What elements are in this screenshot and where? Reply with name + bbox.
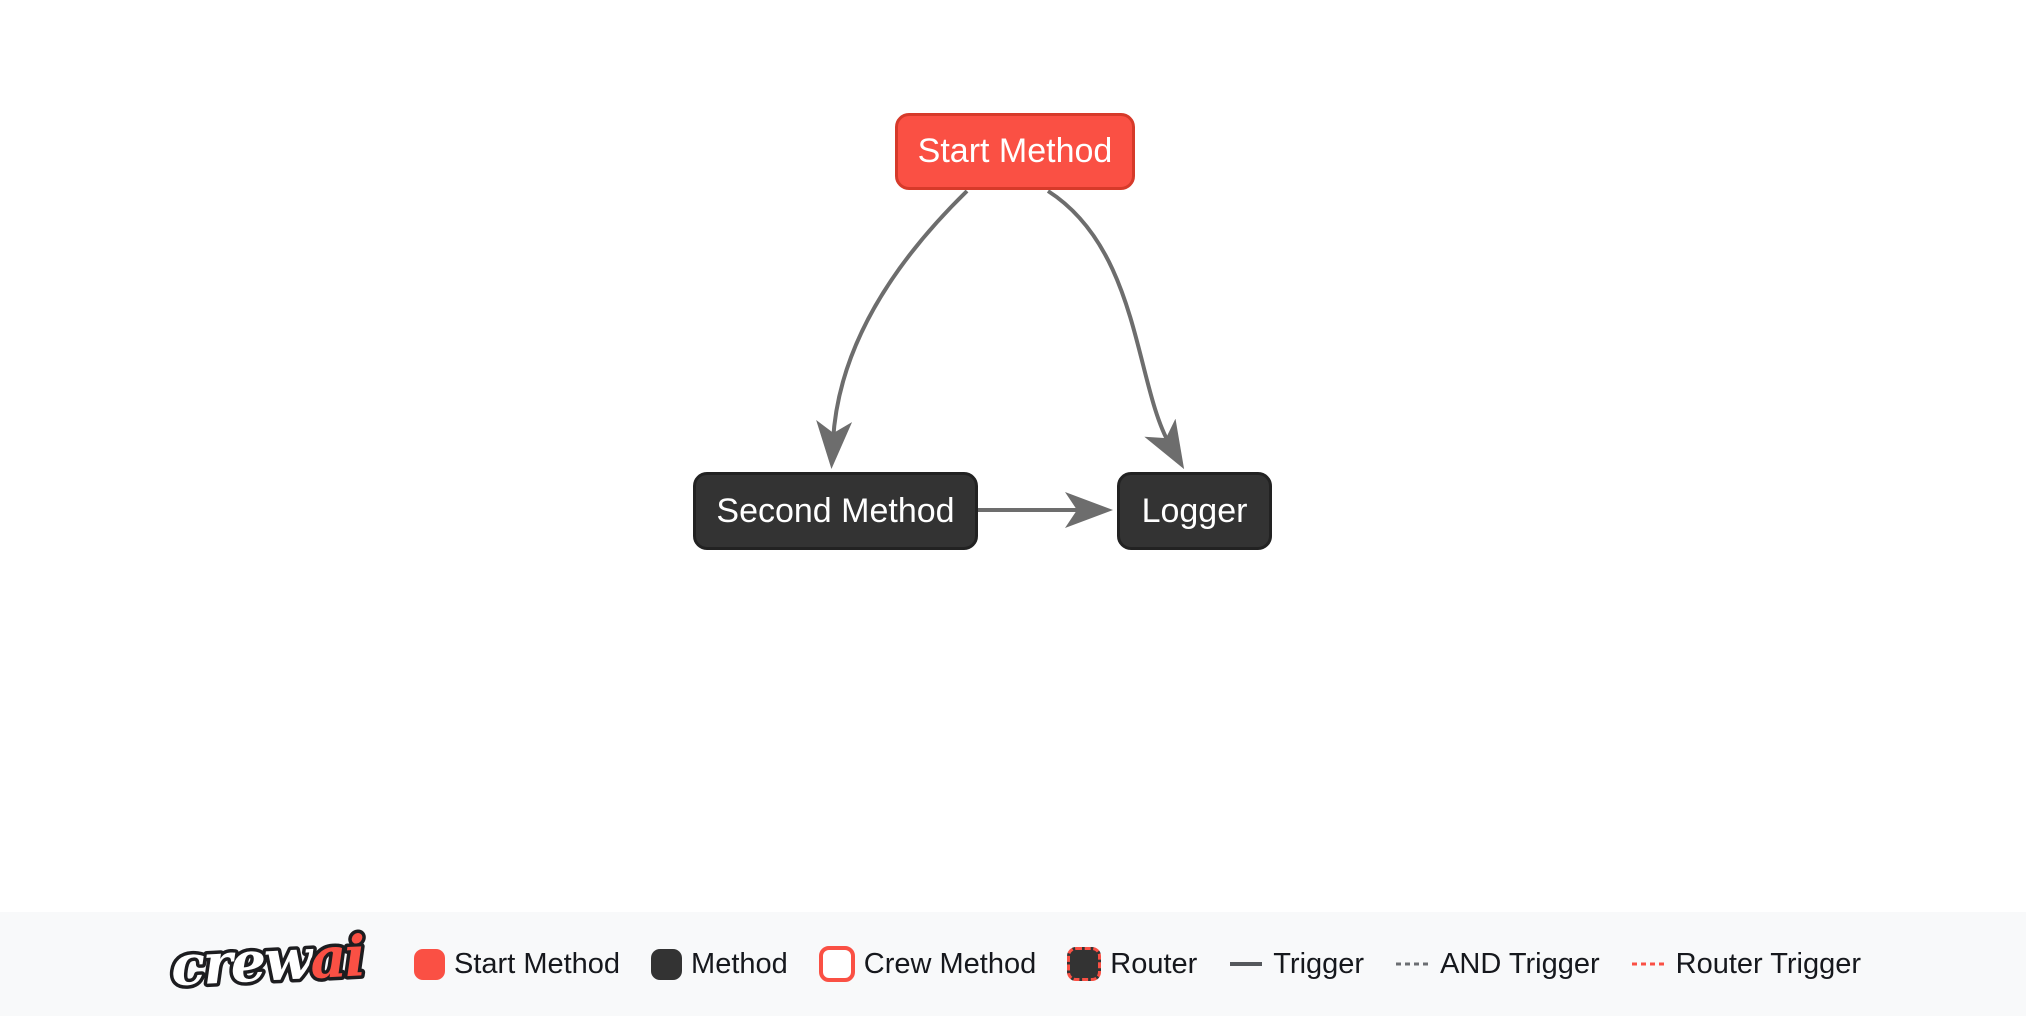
legend-label: Trigger xyxy=(1273,947,1365,980)
node-start-method[interactable]: Start Method xyxy=(895,113,1135,190)
edge-start-to-second-method xyxy=(816,189,969,469)
legend-item-and-trigger: AND Trigger xyxy=(1395,948,1600,981)
legend-label: Method xyxy=(691,947,788,980)
legend-label: Router Trigger xyxy=(1675,947,1861,980)
node-second-method[interactable]: Second Method xyxy=(693,472,978,550)
legend-bar: crewai Start Method Method Crew Method R… xyxy=(0,912,2026,1016)
flow-canvas[interactable]: Start Method Second Method Logger xyxy=(0,0,2026,912)
crew-method-swatch xyxy=(818,946,855,982)
legend-label: Router xyxy=(1110,947,1198,980)
legend-label: Start Method xyxy=(454,947,621,980)
legend-label: Crew Method xyxy=(863,947,1037,980)
and-trigger-line-swatch xyxy=(1396,962,1431,966)
start-method-swatch xyxy=(414,948,446,980)
node-logger[interactable]: Logger xyxy=(1117,472,1272,550)
edge-start-to-logger xyxy=(1046,189,1185,470)
router-trigger-line-swatch xyxy=(1631,962,1666,966)
legend-label: AND Trigger xyxy=(1440,947,1600,980)
legend-item-crew-method: Crew Method xyxy=(818,946,1037,982)
trigger-line-swatch xyxy=(1230,962,1263,966)
legend-item-method: Method xyxy=(651,948,788,981)
router-swatch xyxy=(1067,947,1102,981)
legend-item-router-trigger: Router Trigger xyxy=(1631,948,1861,981)
legend-item-router: Router xyxy=(1067,947,1197,981)
crewai-logo: crewai xyxy=(166,928,369,1000)
svg-text:crewai: crewai xyxy=(169,928,365,999)
legend-item-trigger: Trigger xyxy=(1228,948,1364,981)
legend-item-start-method: Start Method xyxy=(414,948,620,981)
flow-edges xyxy=(816,189,1185,528)
method-swatch xyxy=(651,948,683,980)
